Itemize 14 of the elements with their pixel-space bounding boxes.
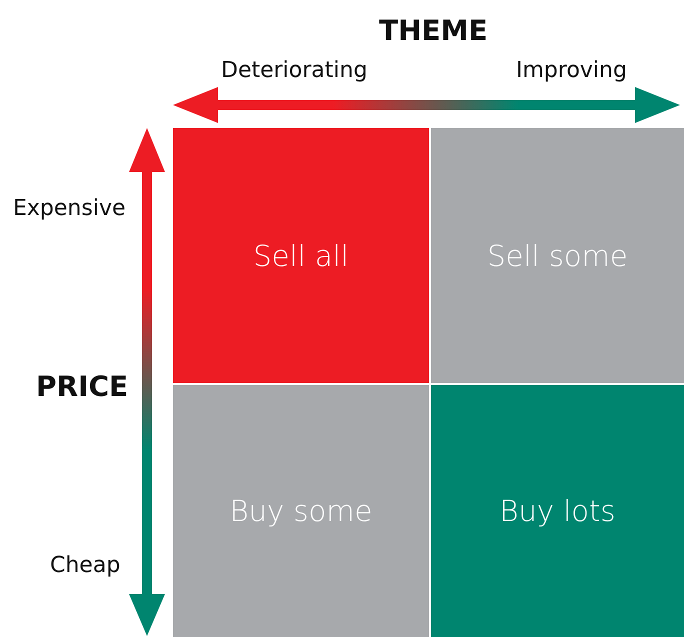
quadrant-label: Sell some: [487, 238, 628, 272]
quadrant-label: Buy some: [230, 494, 372, 528]
axis-label: Cheap: [50, 553, 120, 578]
axis-label: Deteriorating: [221, 58, 368, 83]
axis-label: Improving: [516, 58, 627, 83]
quadrant-label: Buy lots: [499, 494, 616, 528]
quadrant-cell: [431, 385, 684, 637]
axis-title: PRICE: [36, 370, 128, 403]
quadrant-label: Sell all: [253, 238, 349, 272]
quadrant-cell: [173, 128, 429, 383]
axis-title: THEME: [379, 14, 488, 47]
quadrant-cell: [173, 385, 429, 637]
axis-label: Expensive: [13, 196, 126, 221]
quadrant-cell: [431, 128, 684, 383]
